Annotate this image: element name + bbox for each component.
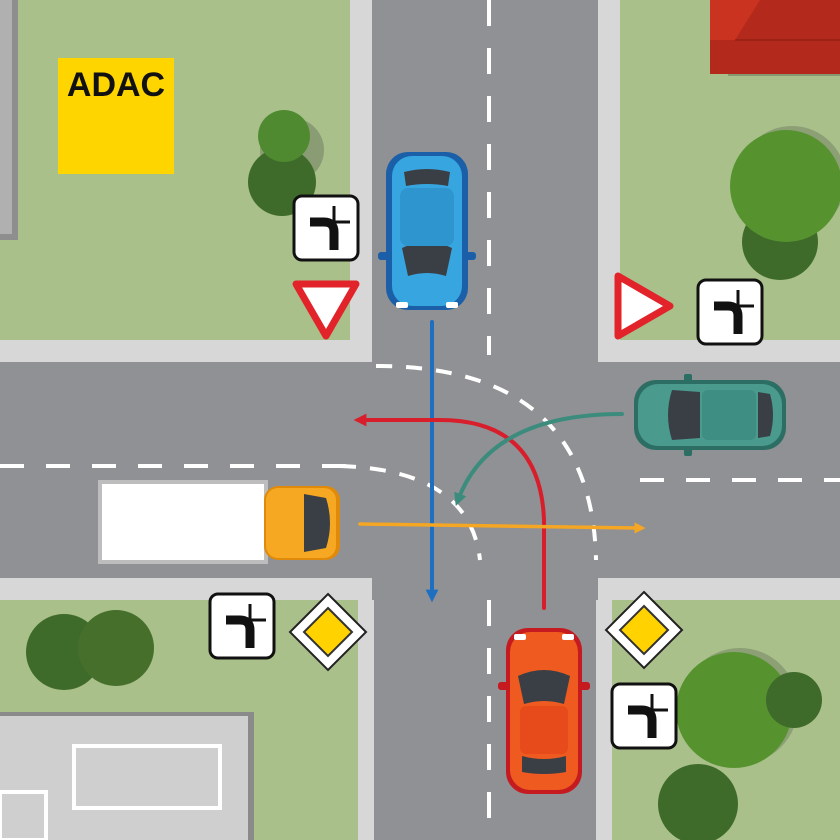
red-route-arrow [353, 413, 546, 610]
priority-route-plate-icon [698, 280, 762, 344]
blue-car [378, 152, 476, 310]
adac-logo: ADAC [58, 58, 174, 174]
route-arrows [353, 320, 646, 610]
curb-ne [598, 0, 612, 345]
truck [98, 480, 340, 564]
red-car [498, 628, 590, 794]
teal-route-arrow [454, 412, 624, 506]
building-southwest [0, 712, 254, 840]
trees [26, 110, 840, 840]
curb-nw [358, 0, 372, 345]
priority-route-plate-icon [612, 684, 676, 748]
adac-logo-text: ADAC [67, 66, 165, 104]
priority-route-plate-icon [210, 594, 274, 658]
curb-sw [358, 600, 374, 840]
teal-car [634, 374, 786, 456]
priority-route-plate-icon [294, 196, 358, 260]
plot-northwest [0, 0, 18, 240]
curb-se [596, 600, 612, 840]
orange-route-arrow [358, 522, 646, 534]
house-roof [710, 0, 840, 76]
